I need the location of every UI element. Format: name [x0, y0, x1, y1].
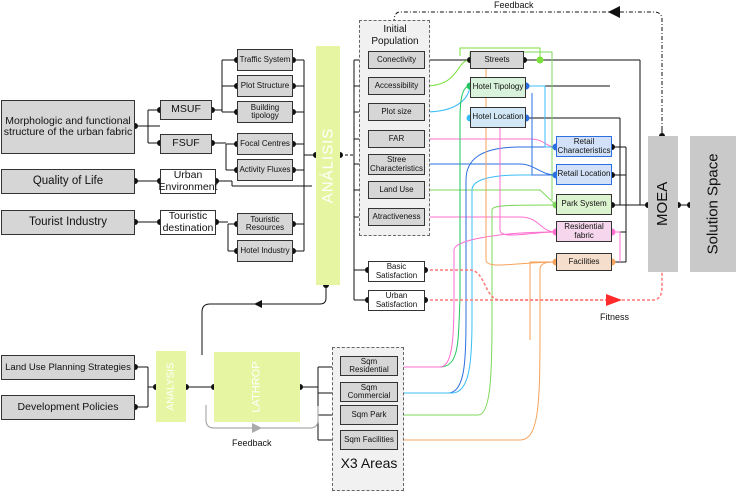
morphologic-label: Morphologic and functional structure of … — [3, 114, 133, 138]
solution-space-node: Solution Space — [690, 136, 736, 272]
residential-fabric-node: Residential fabric — [556, 221, 612, 242]
plot-structure-label: Plot Structure — [240, 80, 290, 90]
streets-label: Streets — [484, 54, 510, 64]
plot-structure-node: Plot Structure — [237, 75, 293, 97]
analisis-panel: ANÁLISIS — [316, 46, 340, 285]
sqm-commercial-label: Sqm Commercial — [347, 382, 391, 400]
accessibility-label: Accessibility — [374, 80, 419, 90]
analysis-label: ANALYSIS — [165, 362, 177, 411]
msuf-node: MSUF — [160, 100, 212, 120]
analysis-panel: ANALYSIS — [156, 351, 186, 422]
ip-conectivity: Conectivity — [368, 51, 425, 69]
fitness-arrow-head — [606, 294, 622, 306]
sqm-commercial-node: Sqm Commercial — [340, 382, 398, 402]
land-use-planning-label: Land Use Planning Strategies — [5, 361, 131, 373]
ip-accessibility: Accessibility — [368, 77, 425, 95]
retail-characteristics-node: Retail Characteristics — [556, 136, 612, 157]
building-tipology-label: Building tipology — [250, 102, 280, 120]
feedback-bottom-label: Feedback — [232, 438, 272, 448]
stree-characteristics-label: Stree Characteristics — [370, 155, 423, 173]
ip-plot-size: Plot size — [368, 103, 425, 121]
urban-environment-label: Urban Environment — [158, 169, 218, 193]
ip-atractiveness: Atractiveness — [368, 208, 425, 226]
touristic-destination-label: Touristic destination — [162, 210, 214, 234]
touristic-destination-node: Touristic destination — [160, 210, 216, 235]
focal-centres-node: Focal Centres — [237, 133, 293, 155]
areas-caption: X3 Areas — [340, 455, 398, 471]
basic-satisfaction-node: Basic Satisfaction — [368, 261, 425, 282]
ip-land-use: Land Use — [368, 181, 425, 199]
traffic-system-label: Traffic System — [239, 54, 291, 64]
hotel-location-label: Hotel Location — [472, 112, 524, 122]
touristic-resources-label: Touristic Resources — [245, 214, 285, 232]
solution-space-label: Solution Space — [704, 153, 722, 255]
residential-fabric-label: Residential fabric — [564, 222, 604, 240]
land-use-planning-input: Land Use Planning Strategies — [1, 355, 135, 380]
hotel-industry-node: Hotel Industry — [237, 240, 293, 262]
park-system-label: Park System — [561, 199, 607, 209]
moea-label: MOEA — [654, 181, 672, 227]
retail-location-node: Retail Location — [556, 164, 612, 185]
facilities-node: Facilities — [556, 253, 612, 271]
analisis-label: ANÁLISIS — [319, 127, 337, 204]
streets-node: Streets — [470, 51, 524, 69]
quality-of-life-label: Quality of Life — [32, 175, 104, 188]
activity-fluxes-node: Activity Fluxes — [237, 159, 293, 181]
land-use-label: Land Use — [379, 184, 414, 194]
lathrop-panel: LATHROP — [214, 352, 300, 422]
plot-size-label: Plot size — [381, 106, 412, 116]
hotel-location-node: Hotel Location — [470, 107, 526, 128]
tourist-industry-input: Tourist Industry — [1, 210, 135, 235]
far-label: FAR — [388, 133, 405, 143]
focal-centres-label: Focal Centres — [240, 138, 290, 148]
urban-satisfaction-node: Urban Satisfaction — [368, 290, 425, 311]
retail-characteristics-label: Retail Characteristics — [557, 137, 611, 155]
moea-node: MOEA — [648, 136, 678, 272]
sqm-park-label: Sqm Park — [351, 409, 387, 419]
basic-satisfaction-label: Basic Satisfaction — [375, 262, 418, 280]
sqm-residential-label: Sqm Residential — [349, 356, 389, 374]
hotel-tipology-node: Hotel Tipology — [470, 77, 526, 98]
development-policies-input: Development Policies — [1, 395, 135, 420]
urban-environment-node: Urban Environment — [158, 169, 218, 194]
feedback-top-label: Feedback — [494, 0, 534, 10]
msuf-label: MSUF — [171, 103, 201, 116]
sqm-residential-node: Sqm Residential — [340, 356, 398, 376]
development-policies-label: Development Policies — [17, 400, 119, 413]
sqm-facilities-label: Sqm Facilities — [344, 434, 394, 444]
fitness-label: Fitness — [600, 312, 630, 322]
tourist-industry-label: Tourist Industry — [29, 216, 107, 229]
hotel-tipology-label: Hotel Tipology — [472, 82, 524, 92]
conectivity-label: Conectivity — [376, 54, 417, 64]
morphologic-input: Morphologic and functional structure of … — [1, 100, 135, 154]
sqm-facilities-node: Sqm Facilities — [340, 430, 398, 450]
urban-satisfaction-label: Urban Satisfaction — [375, 291, 418, 309]
fsuf-label: FSUF — [172, 137, 200, 150]
building-tipology-node: Building tipology — [237, 101, 293, 123]
activity-fluxes-label: Activity Fluxes — [239, 164, 291, 174]
ip-stree-characteristics: Stree Characteristics — [368, 154, 425, 175]
atractiveness-label: Atractiveness — [372, 211, 421, 221]
initial-population-title: Initial Population — [371, 24, 419, 47]
facilities-label: Facilities — [568, 256, 600, 266]
lathrop-label: LATHROP — [250, 361, 263, 413]
quality-of-life-input: Quality of Life — [1, 169, 135, 194]
touristic-resources-node: Touristic Resources — [237, 213, 293, 235]
ip-far: FAR — [368, 130, 425, 148]
traffic-system-node: Traffic System — [237, 49, 293, 71]
hotel-industry-label: Hotel Industry — [240, 245, 290, 255]
fsuf-node: FSUF — [160, 134, 212, 154]
retail-location-label: Retail Location — [557, 169, 611, 179]
sqm-park-node: Sqm Park — [340, 405, 398, 425]
park-system-node: Park System — [556, 194, 612, 215]
